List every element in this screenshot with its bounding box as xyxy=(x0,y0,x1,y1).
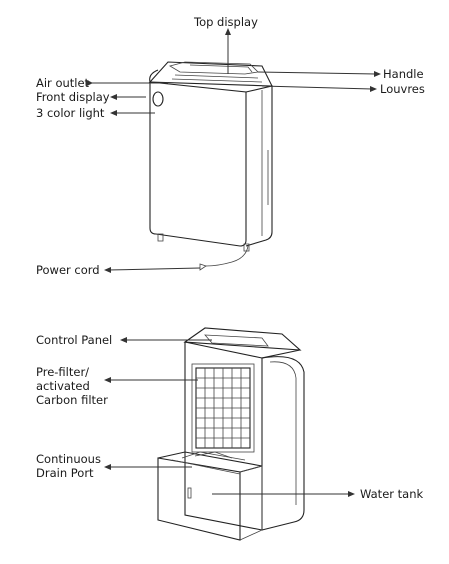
rear-view-dehumidifier xyxy=(157,327,305,541)
leader-handle xyxy=(257,71,377,75)
label-3-color-light: 3 color light xyxy=(36,106,105,120)
label-air-outlet: Air outlet xyxy=(36,76,90,90)
arrow-prefilter xyxy=(104,377,111,383)
label-louvres: Louvres xyxy=(380,82,425,96)
arrow-top-display xyxy=(225,28,231,35)
arrow-water-tank xyxy=(348,491,355,497)
front-view-dehumidifier xyxy=(148,61,273,271)
arrow-control-panel xyxy=(120,337,127,343)
arrow-drain-port xyxy=(104,464,111,470)
label-top-display: Top display xyxy=(193,15,258,29)
label-power-cord: Power cord xyxy=(36,263,100,277)
label-handle: Handle xyxy=(383,67,424,81)
arrow-power-cord xyxy=(104,267,111,273)
label-prefilter-1: Pre-filter/ xyxy=(36,365,89,379)
leader-power-cord xyxy=(107,267,201,271)
label-prefilter-3: Carbon filter xyxy=(36,393,108,407)
leader-louvres xyxy=(261,85,373,90)
label-drain-2: Drain Port xyxy=(36,466,94,480)
label-front-display: Front display xyxy=(36,90,110,104)
arrow-louvres xyxy=(370,86,377,92)
arrow-front-display xyxy=(110,94,117,100)
arrow-3-color-light xyxy=(110,110,117,116)
label-control-panel: Control Panel xyxy=(36,333,112,347)
label-prefilter-2: activated xyxy=(36,379,90,393)
label-water-tank: Water tank xyxy=(360,487,423,501)
arrow-handle xyxy=(374,71,381,77)
label-drain-1: Continuous xyxy=(36,452,101,466)
